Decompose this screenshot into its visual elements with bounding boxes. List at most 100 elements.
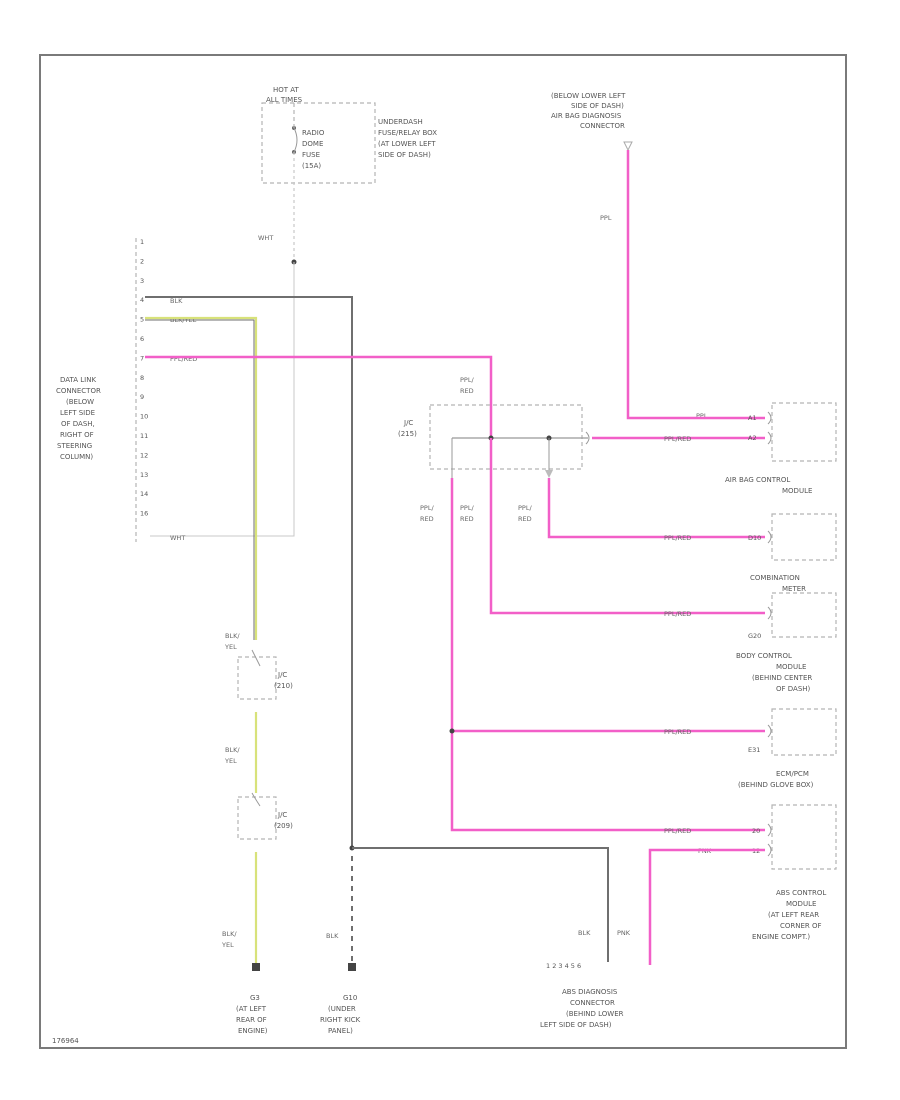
svg-text:CONNECTOR: CONNECTOR [570, 999, 615, 1007]
dlc-pin-10: 10 [140, 413, 148, 421]
dlc-pin-6: 6 [140, 335, 144, 343]
splice-ecm [449, 728, 455, 734]
svg-text:MODULE: MODULE [786, 900, 816, 908]
svg-text:(BEHIND CENTER: (BEHIND CENTER [752, 674, 812, 682]
svg-text:G3: G3 [250, 994, 260, 1002]
dlc-pin-4: 4 [140, 296, 144, 304]
jc-209-label: J/C (209) [274, 811, 293, 830]
diagram-id: 176964 [52, 1037, 79, 1045]
svg-text:RED: RED [518, 515, 532, 523]
svg-text:HOT AT: HOT AT [273, 86, 300, 94]
svg-text:YEL: YEL [224, 643, 237, 651]
svg-text:G20: G20 [748, 632, 761, 640]
fuse-box-label: UNDERDASH FUSE/RELAY BOX (AT LOWER LEFT … [378, 118, 437, 159]
blkyel-wire-stripe [145, 319, 255, 640]
pnk-wire-abs [648, 848, 765, 965]
svg-text:(BEHIND LOWER: (BEHIND LOWER [566, 1010, 624, 1018]
svg-text:MODULE: MODULE [782, 487, 812, 495]
svg-text:BODY CONTROL: BODY CONTROL [736, 652, 792, 660]
svg-text:20: 20 [752, 827, 760, 835]
svg-text:G10: G10 [343, 994, 357, 1002]
svg-text:J/C: J/C [277, 811, 287, 819]
dlc-pin-9: 9 [140, 393, 144, 401]
svg-text:RADIO: RADIO [302, 129, 325, 137]
pplred-to-body [489, 438, 765, 615]
airbag-module: A1 A2 AIR BAG CONTROL MODULE [725, 402, 837, 495]
jc-210-label: J/C (210) [274, 671, 293, 690]
svg-text:RED: RED [460, 515, 474, 523]
svg-text:ENGINE COMPT.): ENGINE COMPT.) [752, 933, 810, 941]
svg-text:FUSE/RELAY BOX: FUSE/RELAY BOX [378, 129, 437, 137]
svg-text:DOME: DOME [302, 140, 323, 148]
dlc-pin-12: 12 [140, 451, 148, 459]
svg-text:(215): (215) [398, 430, 417, 438]
blkyel-wire-dlc [145, 316, 258, 640]
airbag-diag-connector-icon [623, 141, 633, 152]
svg-text:LEFT SIDE: LEFT SIDE [60, 409, 95, 417]
svg-text:PPL/RED: PPL/RED [664, 827, 691, 835]
fuse-symbol [292, 126, 298, 154]
module-wire-labels: PPL PPL/RED PPL/RED PPL/RED PPL/RED PPL/… [664, 412, 712, 855]
svg-text:DATA LINK: DATA LINK [60, 376, 96, 384]
svg-text:RED: RED [460, 387, 474, 395]
dlc-pin-2: 2 [140, 257, 144, 265]
dlc-pin-1: 1 [140, 238, 144, 246]
svg-text:ABS CONTROL: ABS CONTROL [776, 889, 826, 897]
pplred-to-abs [450, 478, 765, 832]
fuse-label: RADIO DOME FUSE (15A) [302, 129, 325, 170]
svg-text:RIGHT OF: RIGHT OF [60, 431, 94, 439]
svg-text:COMBINATION: COMBINATION [750, 574, 800, 582]
pplred-wire-dlc [145, 355, 493, 438]
svg-text:E31: E31 [748, 746, 760, 754]
hot-label: HOT AT ALL TIMES [266, 86, 303, 104]
svg-text:SIDE OF DASH): SIDE OF DASH) [378, 151, 431, 159]
svg-text:(BELOW: (BELOW [66, 398, 94, 406]
svg-text:ALL TIMES: ALL TIMES [266, 96, 303, 104]
jc-connector-icon [585, 431, 590, 445]
airbag-diag-label: (BELOW LOWER LEFT SIDE OF DASH) AIR BAG … [551, 92, 626, 130]
svg-text:(AT LOWER LEFT: (AT LOWER LEFT [378, 140, 436, 148]
svg-text:A2: A2 [748, 434, 757, 442]
svg-text:UNDERDASH: UNDERDASH [378, 118, 423, 126]
dlc-wire-blk-label: BLK [170, 297, 183, 305]
abs-diag-pins: 1 2 3 4 5 6 [546, 962, 581, 970]
svg-text:(15A): (15A) [302, 162, 321, 170]
blk-label: BLK [326, 932, 339, 940]
svg-text:PANEL): PANEL) [328, 1027, 353, 1035]
jc-diode-icon [545, 470, 553, 478]
svg-text:METER: METER [782, 585, 806, 593]
combination-meter: D10 COMBINATION METER [748, 513, 837, 593]
svg-text:PPL/RED: PPL/RED [664, 728, 691, 736]
ppl-label: PPL [600, 214, 612, 222]
svg-text:RIGHT KICK: RIGHT KICK [320, 1016, 361, 1024]
dlc-pin-8: 8 [140, 374, 144, 382]
jc-209 [237, 796, 277, 840]
dlc-pin-11: 11 [140, 432, 148, 440]
jc-210-connector-icon [251, 649, 261, 667]
svg-text:BLK/: BLK/ [222, 930, 237, 938]
abs-diag-wire-labels: BLK PNK [578, 929, 631, 937]
diagram-frame [39, 54, 847, 1049]
abs-diag-label: ABS DIAGNOSIS CONNECTOR (BEHIND LOWER LE… [540, 988, 624, 1029]
jc-209-connector-icon [251, 792, 261, 807]
svg-text:(209): (209) [274, 822, 293, 830]
dlc-wire-wht-label: WHT [170, 534, 185, 542]
svg-text:J/C: J/C [403, 419, 413, 427]
svg-text:YEL: YEL [221, 941, 234, 949]
svg-text:CORNER OF: CORNER OF [780, 922, 822, 930]
ground-g10-label: G10 (UNDER RIGHT KICK PANEL) [320, 994, 361, 1035]
svg-text:J/C: J/C [277, 671, 287, 679]
jc-215-ppl-red-label: PPL/ RED [460, 376, 474, 395]
dlc-pin-16: 16 [140, 510, 148, 518]
svg-text:SIDE OF DASH): SIDE OF DASH) [571, 102, 624, 110]
dlc-pin-3: 3 [140, 277, 144, 285]
ground-g3-icon [252, 963, 260, 971]
svg-text:OF DASH,: OF DASH, [61, 420, 95, 428]
blk-yel-label-3: BLK/ YEL [221, 930, 237, 949]
svg-text:CONNECTOR: CONNECTOR [580, 122, 625, 130]
svg-text:A1: A1 [748, 414, 757, 422]
svg-text:BLK/: BLK/ [225, 746, 240, 754]
svg-text:D10: D10 [748, 534, 761, 542]
svg-text:PPL/: PPL/ [460, 376, 474, 384]
